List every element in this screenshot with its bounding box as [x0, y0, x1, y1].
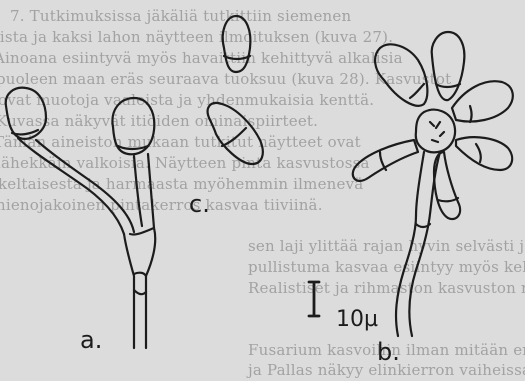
spore-b2 [432, 32, 465, 100]
spore-b3 [452, 81, 513, 121]
figure-label-a: a. [80, 326, 102, 354]
conidiophore-a-left-wall [18, 138, 124, 234]
spore-a2-septum [118, 146, 148, 149]
spore-c1-septum [224, 56, 250, 59]
spore-c1 [223, 16, 251, 72]
spore-b2-septum [436, 84, 460, 87]
figure-a [6, 88, 156, 348]
spore-b1-septum [410, 84, 424, 98]
conidiophore-b-scars [430, 122, 444, 142]
branch-a-right-right [148, 154, 154, 228]
conidiophore-b-head [416, 110, 455, 153]
spore-b5-septum [438, 198, 458, 201]
spore-a1 [6, 88, 46, 139]
spore-b4-septum [476, 144, 481, 162]
spore-b1 [375, 44, 427, 105]
stalk-a-septum-2 [134, 273, 146, 276]
figure-label-b: b. [377, 338, 400, 366]
scale-bar-line [309, 282, 319, 316]
spore-c2-septum [222, 128, 246, 146]
figure-label-c: c. [189, 190, 210, 218]
spore-b4 [456, 137, 512, 170]
branch-a-right-left [134, 156, 142, 226]
figure-c [208, 16, 263, 164]
stalk-b-septum [416, 224, 430, 227]
spore-b6 [353, 140, 418, 181]
figure-b [353, 32, 513, 336]
spore-b3-septum [470, 106, 472, 122]
stalk-b-right [409, 152, 440, 336]
scale-bar [309, 282, 319, 316]
scale-bar-label: 10µ [336, 307, 378, 332]
spore-a1-septum [12, 130, 38, 134]
spore-c2 [208, 103, 263, 164]
stalk-a-right [146, 228, 155, 348]
stalk-a-septum-3 [134, 290, 146, 294]
stalk-a-left [124, 234, 134, 348]
